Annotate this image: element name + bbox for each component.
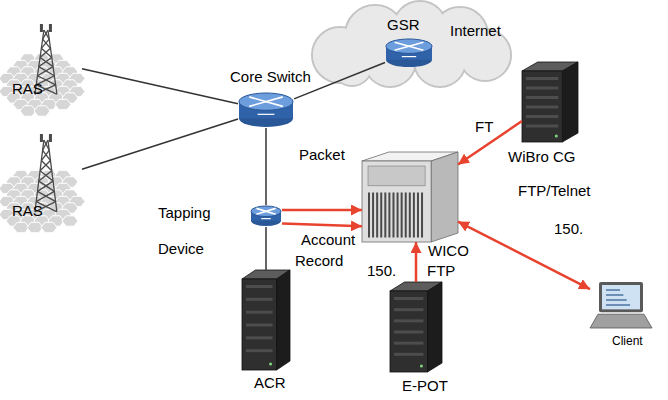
edge-label: FT — [474, 118, 494, 135]
device-label: Tapping Device — [158, 195, 222, 267]
device-label: RAS — [12, 202, 43, 220]
acr-server-icon — [242, 270, 290, 370]
device-label: Internet — [450, 22, 501, 40]
device-label: Client — [612, 332, 643, 350]
client-laptop-icon — [590, 282, 652, 328]
device-label: Core Switch — [230, 68, 311, 86]
network-link — [82, 119, 238, 169]
device-label: ACR — [254, 374, 286, 392]
annotation-label: 150. — [366, 262, 397, 279]
wibro-cg-server-icon — [522, 62, 578, 142]
network-link — [282, 209, 362, 212]
epot-server: E-POT — [390, 282, 442, 372]
client-laptop: Client — [590, 282, 652, 328]
device-label: E-POT — [402, 377, 448, 395]
core-switch-icon — [238, 92, 294, 128]
internet-cloud-icon — [300, 0, 515, 88]
device-label: RAS — [12, 80, 43, 98]
core-switch: Core Switch — [238, 92, 294, 128]
edge-label: FTP — [426, 262, 456, 279]
wico-server: WICO — [362, 152, 458, 242]
ras-station-icon — [0, 130, 82, 235]
internet-cloud: InternetGSR — [300, 0, 515, 88]
acr-server: ACR — [242, 270, 290, 370]
edge-label: Account — [300, 231, 356, 248]
tapping-device: Tapping Device — [250, 205, 282, 227]
wico-server-icon — [362, 152, 458, 242]
device-label: GSR — [387, 16, 420, 34]
annotation-label: 150. — [553, 220, 584, 237]
epot-server-icon — [390, 282, 442, 372]
gsr-router: GSR — [385, 38, 433, 68]
wibro-cg-server: WiBro CG — [522, 62, 578, 142]
network-link — [282, 224, 362, 227]
network-link — [265, 128, 267, 205]
network-link — [82, 69, 238, 104]
device-label: WICO — [428, 242, 469, 260]
gsr-router-icon — [385, 38, 433, 68]
device-label: WiBro CG — [508, 148, 576, 166]
ras-station: RAS — [0, 20, 82, 115]
edge-label: Packet — [298, 146, 346, 163]
network-link — [265, 227, 267, 270]
ras-station: RAS — [0, 130, 82, 235]
ras-station-icon — [0, 20, 82, 115]
tapping-device-icon — [250, 205, 282, 227]
network-link — [415, 242, 418, 282]
annotation-label: Record — [294, 252, 344, 269]
edge-label: FTP/Telnet — [517, 182, 592, 199]
